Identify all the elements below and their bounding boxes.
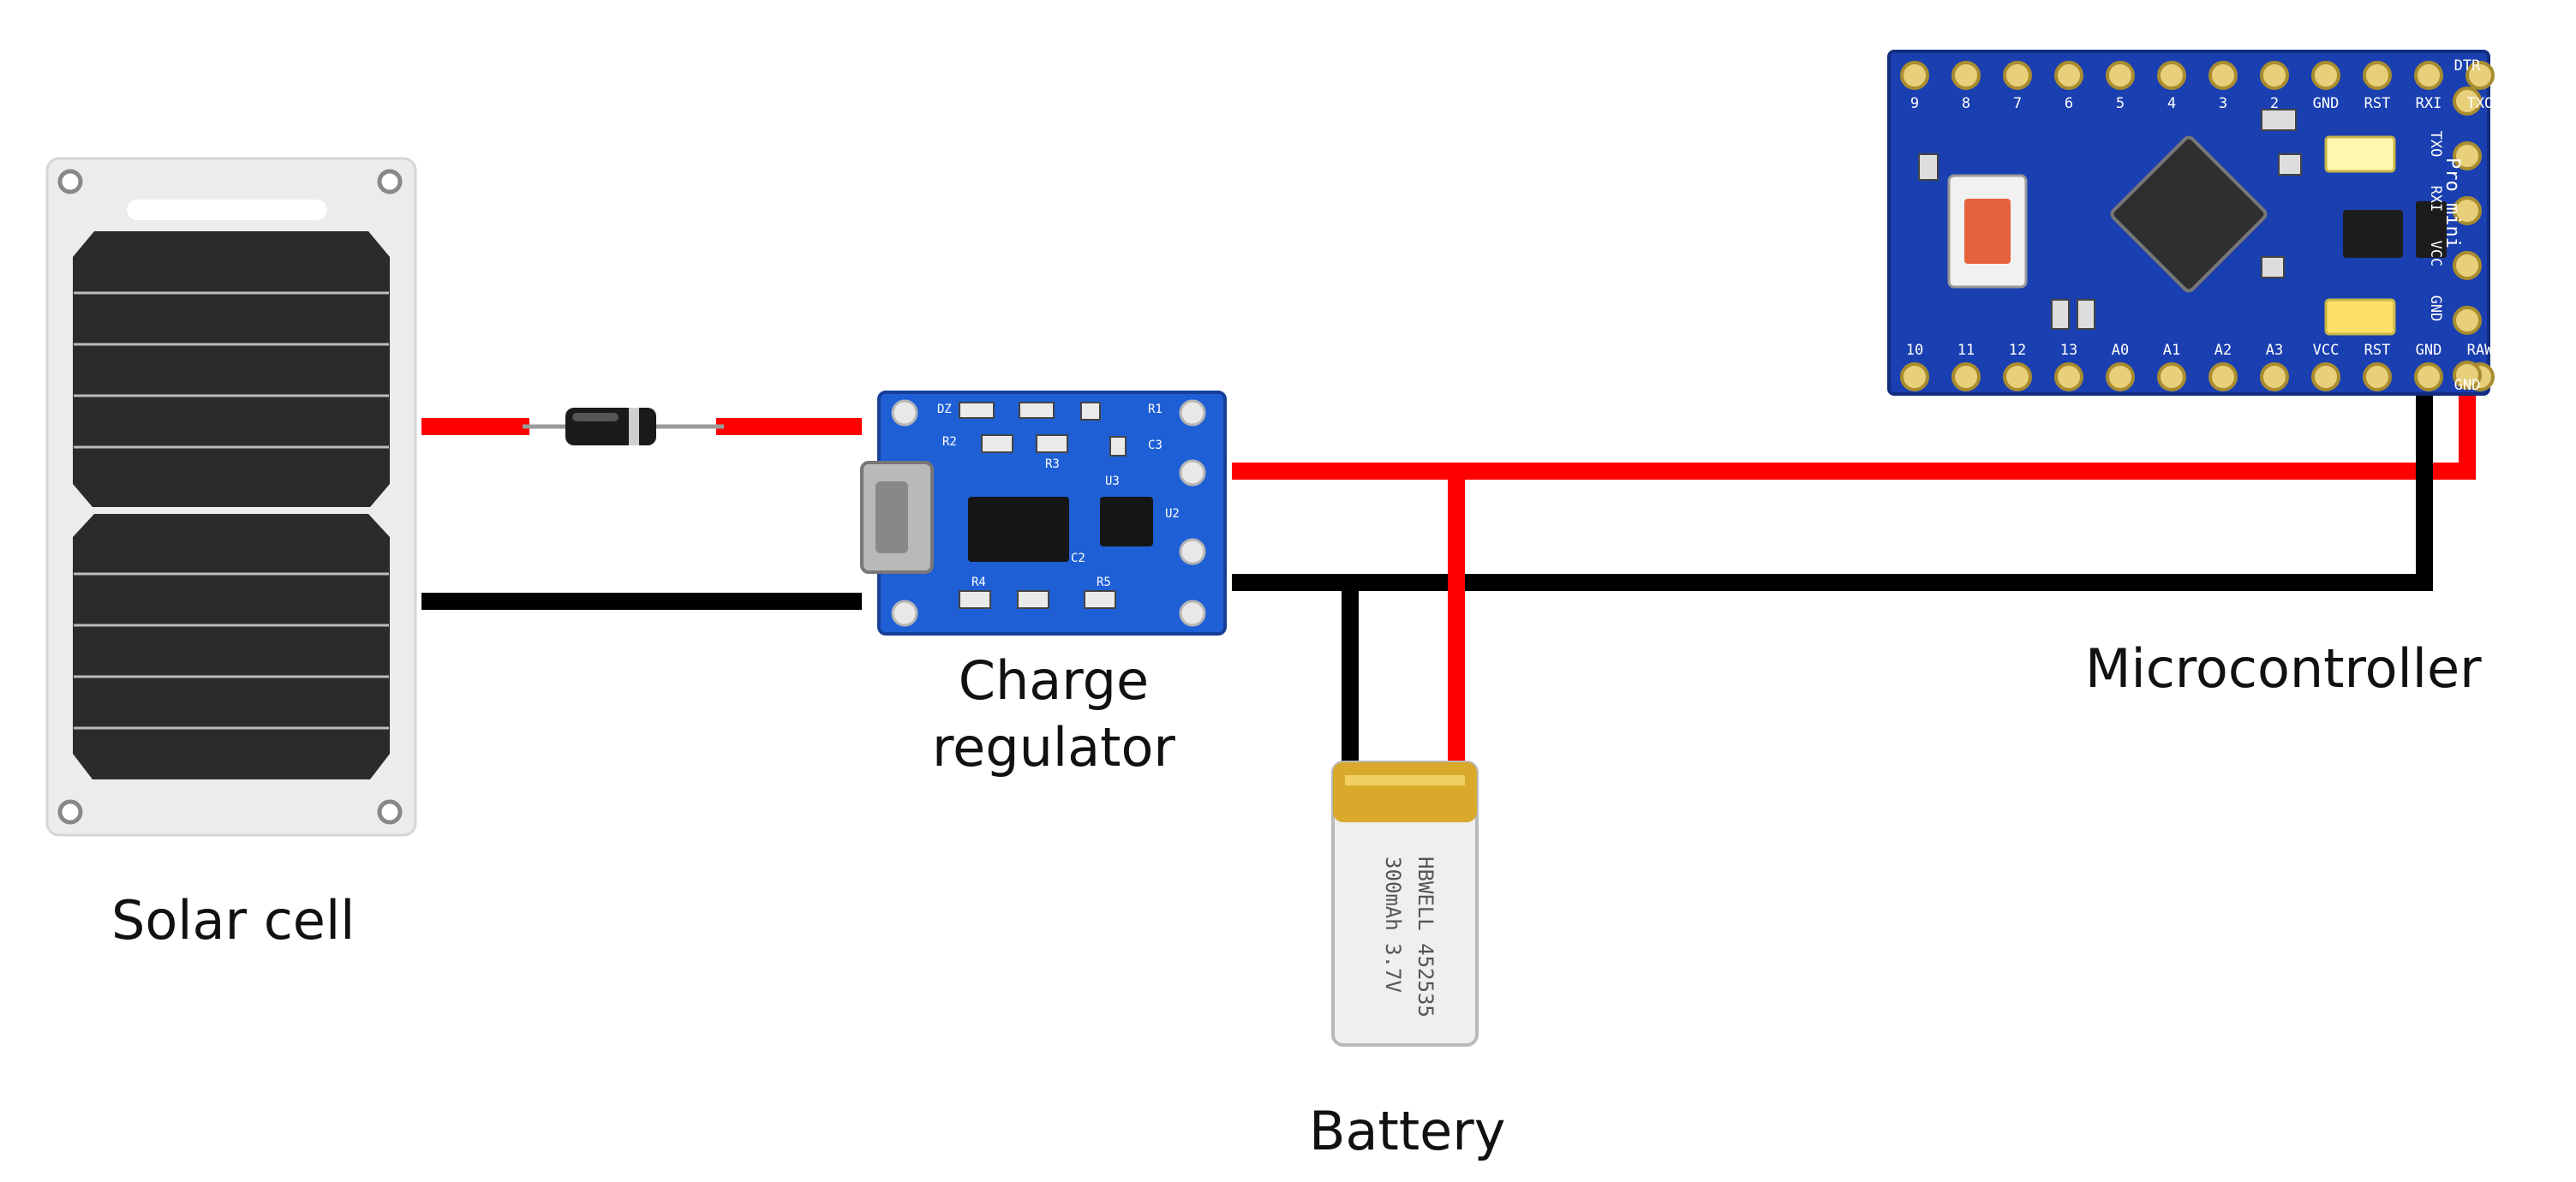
regulator-silk-1: R1	[1148, 403, 1162, 416]
regulator-silk-0: DZ	[937, 403, 952, 416]
mcu-top-pin-hole	[2106, 61, 2135, 90]
mcu-top-pin-hole	[1951, 61, 1981, 90]
mcu-top-pin-label: 8	[1962, 95, 1970, 112]
charge-regulator-label-line1: Charge	[958, 649, 1150, 712]
mcu-top-pin-hole	[2414, 61, 2443, 90]
battery-label: Battery	[1309, 1100, 1506, 1162]
diode	[523, 408, 724, 445]
regulator-silk-5: U3	[1105, 475, 1120, 488]
mcu-side-pin-label: GND	[2427, 296, 2444, 322]
mcu-bottom-pin-hole	[2054, 362, 2083, 391]
mcu-top-pin-hole	[2311, 61, 2340, 90]
mcu-bottom-pin-label: VCC	[2313, 342, 2340, 359]
regulator-silk-2: R2	[942, 435, 957, 449]
mcu-top-pin-label: 9	[1910, 95, 1919, 112]
mcu-bottom-pin-hole	[2003, 362, 2032, 391]
mcu-model-silk: Pro mini	[2442, 158, 2463, 248]
mcu-top-pin-label: 4	[2167, 95, 2176, 112]
mcu-side-pin-hole	[2453, 87, 2482, 116]
mcu-top-pin-hole	[2054, 61, 2083, 90]
regulator-silk-9: R5	[1097, 576, 1111, 589]
mcu-bottom-pin-hole	[2106, 362, 2135, 391]
charge-regulator-board: DZ R1 R2 R3 C3 U3 U2 C2 R4 R5	[860, 391, 1227, 636]
mcu-side-pin-hole	[2453, 251, 2482, 280]
mcu-side-pin-label: RXI	[2427, 186, 2444, 212]
charge-regulator-label-line2: regulator	[932, 715, 1175, 779]
wires	[421, 377, 2476, 771]
mcu-bottom-pin-hole	[2157, 362, 2186, 391]
mcu-bottom-pin-label: A1	[2163, 342, 2180, 359]
mcu-top-pin-hole	[2465, 61, 2495, 90]
mcu-top-pin-hole	[2208, 61, 2238, 90]
battery-marking-1: HBWELL 452535	[1414, 857, 1437, 1018]
mcu-top-pin-hole	[1900, 61, 1929, 90]
mcu-bottom-pin-label: RAW	[2467, 342, 2494, 359]
mcu-top-pin-label: 3	[2219, 95, 2227, 112]
charge-regulator-label: Charge regulator	[932, 648, 1175, 780]
mcu-side-pin-hole	[2453, 361, 2482, 390]
battery-marking-2: 300mAh 3.7V	[1381, 857, 1405, 993]
regulator-silk-8: R4	[971, 576, 986, 589]
mcu-side-pin-hole	[2453, 306, 2482, 335]
mcu-bottom-pin-hole	[2208, 362, 2238, 391]
microcontroller-label: Microcontroller	[2085, 637, 2482, 700]
mcu-top-pin-label: 2	[2270, 95, 2279, 112]
regulator-silk-7: C2	[1071, 552, 1085, 565]
mcu-top-pin-label: 7	[2013, 95, 2022, 112]
mcu-bottom-pin-hole	[2260, 362, 2289, 391]
mcu-bottom-pin-label: RST	[2364, 342, 2391, 359]
mcu-top-pin-label: RXI	[2416, 95, 2442, 112]
regulator-silk-4: C3	[1148, 439, 1162, 452]
mcu-top-pin-label: GND	[2313, 95, 2340, 112]
mcu-bottom-pin-label: A3	[2266, 342, 2283, 359]
mcu-bottom-pin-hole	[1951, 362, 1981, 391]
mcu-side-pin-label: GND	[2454, 377, 2481, 394]
mcu-side-pin-label: DTR	[2454, 57, 2481, 75]
mcu-top-pin-hole	[2003, 61, 2032, 90]
mcu-bottom-pin-hole	[2363, 362, 2392, 391]
mcu-side-pin-label: TXO	[2427, 131, 2444, 158]
mcu-side-pin-label: VCC	[2427, 241, 2444, 267]
solar-cell	[45, 157, 417, 837]
mcu-bottom-pin-label: GND	[2416, 342, 2442, 359]
mcu-top-pin-label: 6	[2065, 95, 2073, 112]
mcu-top-pin-hole	[2363, 61, 2392, 90]
solar-cell-label: Solar cell	[111, 889, 356, 952]
mcu-top-pin-label: 5	[2116, 95, 2125, 112]
mcu-bottom-pin-label: A2	[2214, 342, 2232, 359]
mcu-bottom-pin-hole	[2311, 362, 2340, 391]
mcu-bottom-pin-label: 11	[1957, 342, 1975, 359]
mcu-side-pin-hole	[2453, 196, 2482, 225]
mcu-bottom-pin-label: 10	[1906, 342, 1923, 359]
mcu-bottom-pin-hole	[2414, 362, 2443, 391]
regulator-silk-3: R3	[1045, 457, 1060, 471]
mcu-top-pin-label: TXO	[2467, 95, 2494, 112]
mcu-side-pin-hole	[2453, 141, 2482, 170]
wire-out-negative	[1232, 377, 2433, 591]
mcu-top-pin-label: RST	[2364, 95, 2391, 112]
mcu-bottom-pin-label: 12	[2009, 342, 2026, 359]
mcu-top-pin-hole	[2260, 61, 2289, 90]
wire-out-positive	[1232, 377, 2476, 480]
mcu-bottom-pin-hole	[1900, 362, 1929, 391]
mcu-top-pin-hole	[2157, 61, 2186, 90]
battery: HBWELL 452535 300mAh 3.7V	[1331, 761, 1479, 1047]
regulator-silk-6: U2	[1165, 507, 1180, 521]
mcu-bottom-pin-label: 13	[2060, 342, 2077, 359]
mcu-bottom-pin-label: A0	[2112, 342, 2129, 359]
